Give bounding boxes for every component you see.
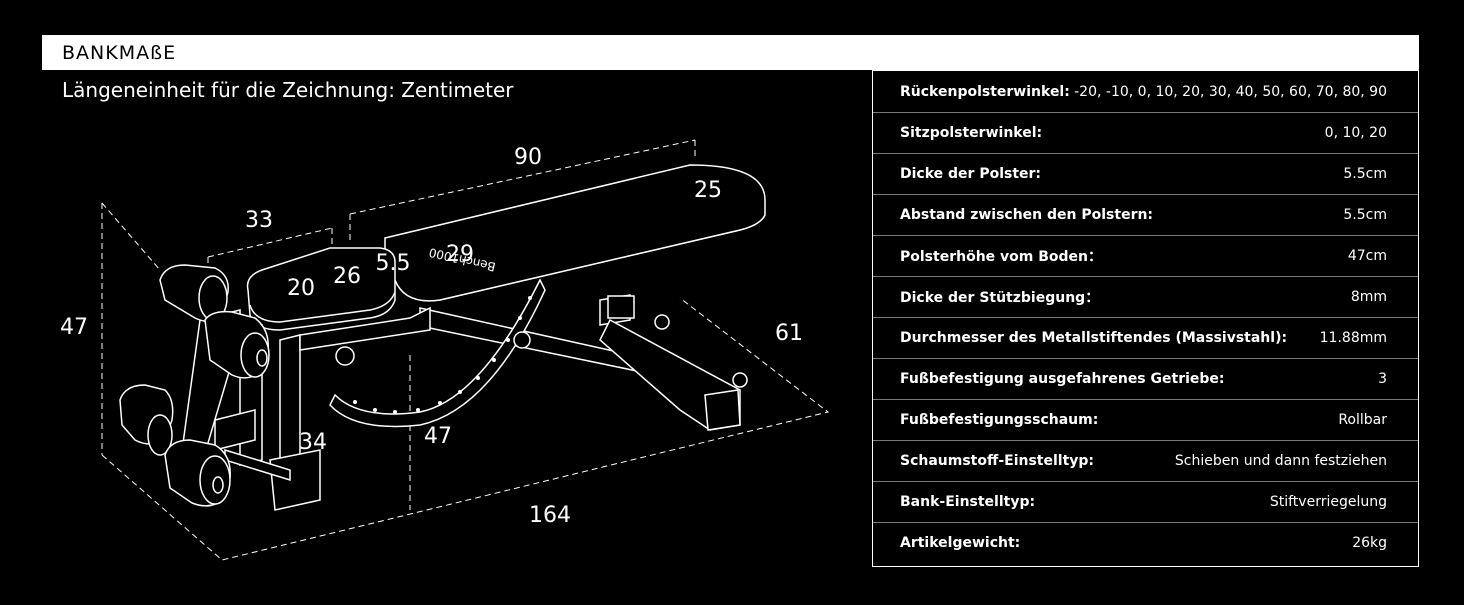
spec-label: Polsterhöhe vom Boden： — [900, 248, 1103, 265]
spec-value: 47cm — [1347, 247, 1387, 264]
spec-label: Sitzpolsterwinkel: — [900, 124, 1043, 141]
dim-90: 90 — [514, 145, 542, 170]
row-divider — [873, 358, 1418, 359]
row-divider — [873, 276, 1418, 277]
spec-value: 11.88mm — [1319, 329, 1387, 346]
row-divider — [873, 317, 1418, 318]
dim-25: 25 — [694, 178, 722, 203]
spec-label: Schaumstoff-Einstelltyp: — [900, 452, 1095, 469]
spec-table: Rückenpolsterwinkel:-20, -10, 0, 10, 20,… — [872, 70, 1419, 567]
spec-label: Rückenpolsterwinkel: — [900, 83, 1070, 100]
spec-value: 8mm — [1350, 288, 1387, 305]
dim-61: 61 — [775, 321, 803, 346]
bench-drawing: Bench1000 90 25 33 20 26 5.5 29 47 61 34… — [60, 139, 830, 561]
spec-label: Bank-Einstelltyp: — [900, 493, 1036, 510]
spec-value: 0, 10, 20 — [1324, 124, 1387, 141]
row-divider — [873, 153, 1418, 154]
spec-value: 5.5cm — [1343, 165, 1387, 182]
spec-row: Sitzpolsterwinkel: 0, 10, 20 — [873, 112, 1418, 153]
spec-label: Abstand zwischen den Polstern: — [900, 206, 1154, 223]
spec-value: 5.5cm — [1343, 206, 1387, 223]
spec-label: Dicke der Polster: — [900, 165, 1042, 182]
bench-diagram: Bench1000 90 25 33 20 26 5.5 29 47 61 34… — [0, 70, 860, 600]
spec-row: Abstand zwischen den Polstern: 5.5cm — [873, 194, 1418, 235]
spec-row: Schaumstoff-Einstelltyp: Schieben und dan… — [873, 440, 1418, 481]
row-divider — [873, 481, 1418, 482]
spec-label: Fußbefestigung ausgefahrenes Getriebe: — [900, 370, 1225, 387]
spec-value: Rollbar — [1338, 411, 1387, 428]
spec-row: Fußbefestigungsschaum: Rollbar — [873, 399, 1418, 440]
foot-rollers — [119, 264, 748, 507]
dim-29: 29 — [446, 242, 474, 267]
seat-pad — [246, 247, 396, 331]
unit-note: Längeneinheit für die Zeichnung: Zentime… — [62, 78, 514, 102]
dim-20: 20 — [287, 276, 315, 301]
spec-value: -20, -10, 0, 10, 20, 30, 40, 50, 60, 70,… — [1074, 83, 1387, 100]
row-divider — [873, 440, 1418, 441]
spec-row: Fußbefestigung ausgefahrenes Getriebe: 3 — [873, 358, 1418, 399]
dim-34: 34 — [299, 430, 327, 455]
dim-47-left: 47 — [60, 315, 88, 340]
spec-label: Fußbefestigungsschaum: — [900, 411, 1099, 428]
row-divider — [873, 235, 1418, 236]
page-title: BANKMAßE — [62, 42, 177, 64]
dim-164: 164 — [529, 503, 571, 528]
row-divider — [873, 399, 1418, 400]
row-divider — [873, 522, 1418, 523]
spec-row: Dicke der Polster: 5.5cm — [873, 153, 1418, 194]
spec-row: Artikelgewicht: 26kg — [873, 522, 1418, 563]
dim-26: 26 — [333, 264, 361, 289]
spec-label: Dicke der Stützbiegung： — [900, 289, 1100, 306]
spec-value: Schieben und dann festziehen — [1174, 452, 1387, 469]
spec-label: Durchmesser des Metallstiftendes (Massiv… — [900, 329, 1288, 346]
back-pad — [384, 164, 766, 302]
spec-row: Rückenpolsterwinkel:-20, -10, 0, 10, 20,… — [873, 71, 1418, 112]
spec-value: 26kg — [1352, 534, 1387, 551]
adjust-holes — [353, 296, 532, 414]
dim-5-5: 5.5 — [376, 251, 411, 276]
dimension-lines — [101, 139, 830, 561]
row-divider — [873, 194, 1418, 195]
dim-33: 33 — [245, 208, 273, 233]
header-bar: BANKMAßE — [42, 35, 1419, 70]
spec-row: Bank-Einstelltyp: Stiftverriegelung — [873, 481, 1418, 522]
row-divider — [873, 112, 1418, 113]
spec-row: Polsterhöhe vom Boden： 47cm — [873, 235, 1418, 276]
spec-row: Dicke der Stützbiegung： 8mm — [873, 276, 1418, 317]
spec-row: Durchmesser des Metallstiftendes (Massiv… — [873, 317, 1418, 358]
spec-value: Stiftverriegelung — [1269, 493, 1387, 510]
spec-value: 3 — [1378, 370, 1387, 387]
spec-label: Artikelgewicht: — [900, 534, 1021, 551]
dim-47-mid: 47 — [424, 424, 452, 449]
